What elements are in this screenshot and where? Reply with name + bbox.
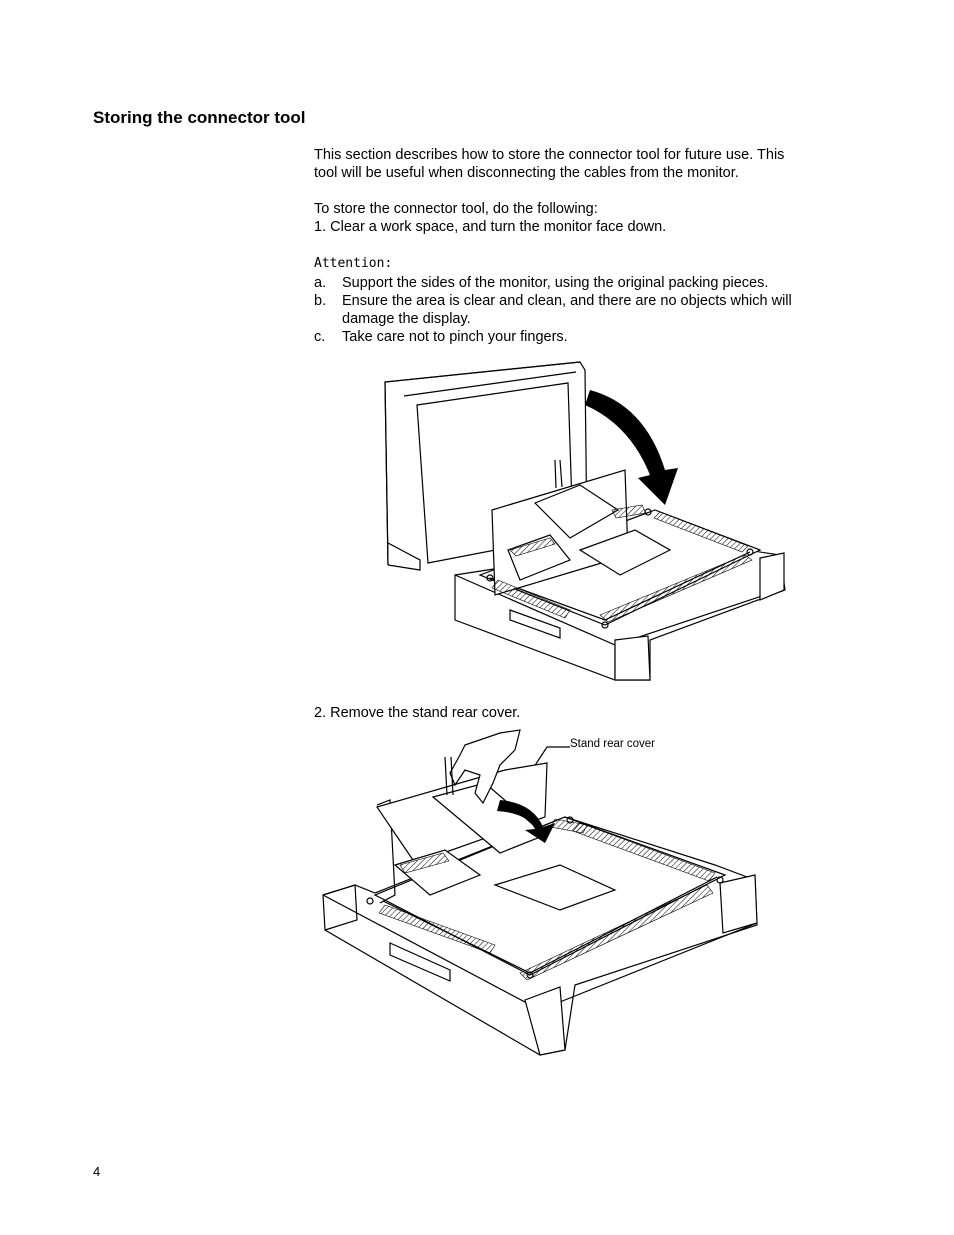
intro-line-1: This section describes how to store the … [314, 147, 785, 163]
attention-list: a. Support the sides of the monitor, usi… [314, 274, 814, 346]
step-1: 1. Clear a work space, and turn the moni… [314, 219, 667, 235]
attention-item-letter: a. [314, 275, 327, 291]
intro-paragraph: This section describes how to store the … [314, 146, 834, 182]
steps-paragraph: To store the connector tool, do the foll… [314, 200, 834, 236]
attention-item: c. Take care not to pinch your fingers. [314, 328, 814, 346]
attention-label: Attention: [314, 256, 393, 271]
step-2: 2. Remove the stand rear cover. [314, 705, 521, 721]
intro-line-2: tool will be useful when disconnecting t… [314, 165, 739, 181]
attention-item-text: Take care not to pinch your fingers. [342, 329, 568, 345]
attention-item: b. Ensure the area is clear and clean, a… [314, 292, 814, 328]
section-heading: Storing the connector tool [93, 108, 306, 127]
page-number: 4 [93, 1164, 101, 1179]
attention-item-text: Ensure the area is clear and clean, and … [342, 293, 792, 327]
stand-rear-cover-callout: Stand rear cover [570, 738, 656, 750]
attention-item-letter: c. [314, 329, 326, 345]
attention-item-text: Support the sides of the monitor, using … [342, 275, 769, 291]
steps-intro: To store the connector tool, do the foll… [314, 201, 598, 217]
attention-item: a. Support the sides of the monitor, usi… [314, 274, 814, 292]
figure-monitor-face-down [384, 361, 786, 681]
figure-remove-stand-rear-cover [322, 729, 758, 1056]
attention-item-letter: b. [314, 293, 327, 309]
